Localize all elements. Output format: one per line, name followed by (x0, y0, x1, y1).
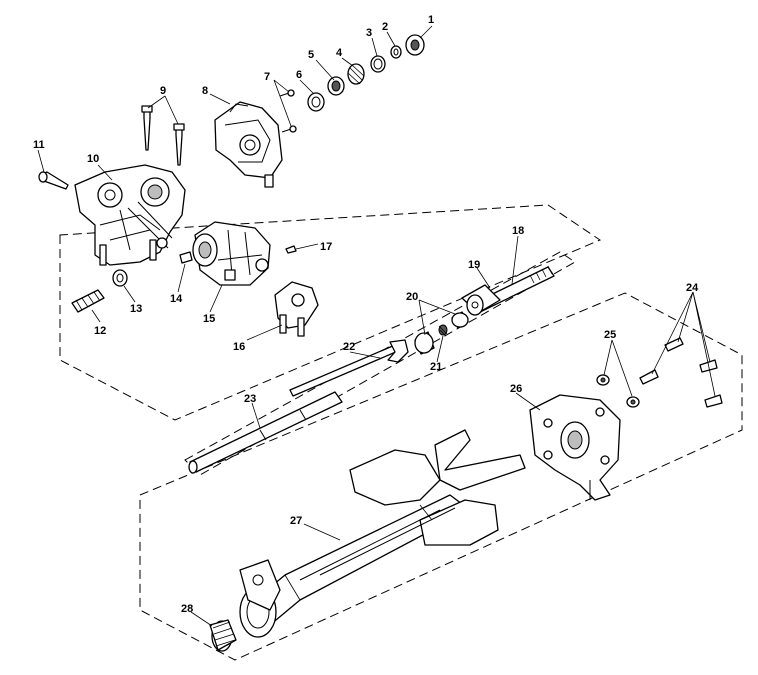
part-16-bracket (274, 281, 319, 337)
part-23-lower-shaft (188, 391, 343, 474)
part-25-nuts (596, 374, 640, 408)
callout-11: 11 (33, 139, 45, 151)
part-14-pin (179, 251, 193, 264)
callout-6: 6 (296, 69, 302, 81)
part-7-screws (279, 89, 297, 133)
part-8-housing (214, 101, 283, 188)
callout-12: 12 (94, 325, 106, 337)
part-9-bolts (141, 105, 185, 166)
callout-1: 1 (428, 14, 434, 26)
callout-27: 27 (290, 515, 302, 527)
boundary-lower (139, 292, 743, 661)
assembly-boundaries (59, 204, 743, 661)
callout-20: 20 (406, 291, 418, 303)
callout-3: 3 (366, 27, 372, 39)
part-26-upper-housing (529, 394, 621, 501)
part-15-switch (192, 221, 271, 286)
callout-10: 10 (87, 153, 99, 165)
callout-18: 18 (512, 225, 524, 237)
callout-13: 13 (130, 303, 142, 315)
boundary-upper (59, 204, 602, 421)
callout-21: 21 (430, 361, 442, 373)
callout-2: 2 (382, 21, 388, 33)
part-2-washer (390, 45, 402, 59)
callout-23: 23 (244, 393, 256, 405)
leader-lines (37, 25, 716, 627)
part-10-lock-housing (74, 164, 186, 266)
part-6-bushing (307, 92, 325, 112)
part-17-screw (285, 245, 297, 254)
part-20-bearings (414, 311, 469, 355)
callout-16: 16 (233, 341, 245, 353)
callout-24: 24 (686, 282, 699, 294)
callout-labels: 1 2 3 4 5 6 7 8 9 10 11 12 13 14 15 16 1… (33, 14, 699, 615)
part-22-lever (289, 339, 409, 397)
callout-28: 28 (181, 603, 193, 615)
part-4-spring (347, 63, 365, 85)
callout-26: 26 (510, 383, 522, 395)
callout-22: 22 (343, 341, 355, 353)
callout-14: 14 (170, 293, 183, 305)
callout-9: 9 (160, 85, 166, 97)
part-21-spring (438, 324, 448, 337)
callout-25: 25 (604, 329, 616, 341)
part-12-spring (71, 289, 105, 313)
part-19-yoke (461, 284, 501, 316)
callout-19: 19 (468, 259, 480, 271)
callout-7: 7 (264, 71, 270, 83)
callout-4: 4 (336, 47, 343, 59)
callout-8: 8 (202, 85, 208, 97)
part-28-gear (209, 619, 237, 652)
part-5-bearing (327, 76, 345, 96)
callout-17: 17 (320, 241, 332, 253)
part-11-screw (38, 171, 69, 190)
callout-15: 15 (203, 313, 215, 325)
part-13-bushing (112, 269, 128, 287)
callout-5: 5 (308, 49, 314, 61)
part-3-ring (370, 55, 386, 73)
part-1-nut (405, 34, 425, 56)
part-27-column-jacket (239, 429, 526, 638)
